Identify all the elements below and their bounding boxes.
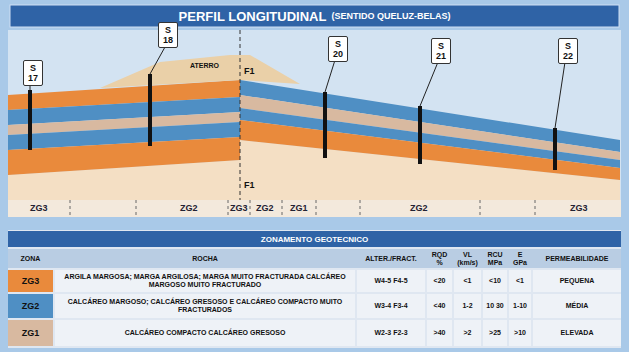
zone-label: ZG3 <box>570 203 588 213</box>
table-cell: CALCÁREO COMPACTO CALCÁREO GRESOSO <box>55 320 355 346</box>
table-cell: PEQUENA <box>533 270 621 292</box>
zone-name: ZG2 <box>22 302 40 310</box>
callout-number: S 18 <box>161 25 175 45</box>
zone-label: ZG3 <box>30 203 48 213</box>
column-header: RCU MPa <box>483 249 507 268</box>
title-bar: PERFIL LONGITUDINAL (SENTIDO QUELUZ-BELAS… <box>10 5 619 27</box>
table-cell: <1 <box>509 270 531 292</box>
borehole-callout: S 22 <box>558 38 578 64</box>
column-header: VL (km/s) <box>454 249 481 268</box>
zone-label: ZG2 <box>410 203 428 213</box>
callout-number: S 21 <box>434 41 448 61</box>
table-cell: >2 <box>454 320 481 346</box>
table-cell: <1 <box>454 270 481 292</box>
table-cell: MÉDIA <box>533 294 621 318</box>
column-header: ALTER./FRACT. <box>357 249 425 268</box>
table-cell: <10 <box>483 270 507 292</box>
title: PERFIL LONGITUDINAL <box>179 9 327 24</box>
table-cell: W4-5 F4-5 <box>357 270 425 292</box>
zone-name: ZG1 <box>22 329 40 337</box>
zone-swatch: ZG2 <box>8 294 53 318</box>
column-header: ROCHA <box>55 249 355 268</box>
borehole-callout: S 17 <box>23 60 43 86</box>
column-header: PERMEABILIDADE <box>533 249 621 268</box>
table-cell: W3-4 F3-4 <box>357 294 425 318</box>
callout-number: S 22 <box>561 41 575 61</box>
table-cell: <40 <box>427 294 452 318</box>
table-cell: W2-3 F2-3 <box>357 320 425 346</box>
fault-label: F1 <box>244 66 255 76</box>
table-cell: ARGILA MARGOSA; MARGA ARGILOSA; MARGA MU… <box>55 270 355 292</box>
table-cell: >40 <box>427 320 452 346</box>
table-cell: 1-10 <box>509 294 531 318</box>
callout-number: S 20 <box>331 39 345 59</box>
fill-label: ATERRO <box>190 62 219 69</box>
table-cell: >10 <box>509 320 531 346</box>
callout-number: S 17 <box>26 63 40 83</box>
subtitle: (SENTIDO QUELUZ-BELAS) <box>331 11 450 21</box>
zone-name: ZG3 <box>22 277 40 285</box>
zone-label: ZG2 <box>256 203 274 213</box>
table-cell: >25 <box>483 320 507 346</box>
column-header: RQD % <box>427 249 452 268</box>
column-header: E GPa <box>509 249 531 268</box>
table-cell: CALCÁREO MARGOSO; CALCÁREO GRESOSO E CAL… <box>55 294 355 318</box>
borehole-callout: S 21 <box>431 38 451 64</box>
table-cell: 1-2 <box>454 294 481 318</box>
zone-label: ZG2 <box>180 203 198 213</box>
table-cell: ELEVADA <box>533 320 621 346</box>
table-title: ZONAMENTO GEOTECNICO <box>8 231 621 247</box>
column-header: ZONA <box>8 249 53 268</box>
table-cell: <20 <box>427 270 452 292</box>
borehole-callout: S 20 <box>328 36 348 62</box>
zone-swatch: ZG3 <box>8 270 53 292</box>
table-cell: 10 30 <box>483 294 507 318</box>
zone-label: ZG1 <box>290 203 308 213</box>
zone-label: ZG3 <box>230 203 248 213</box>
borehole-callout: S 18 <box>158 22 178 48</box>
fault-label: F1 <box>244 180 255 190</box>
zone-swatch: ZG1 <box>8 320 53 346</box>
